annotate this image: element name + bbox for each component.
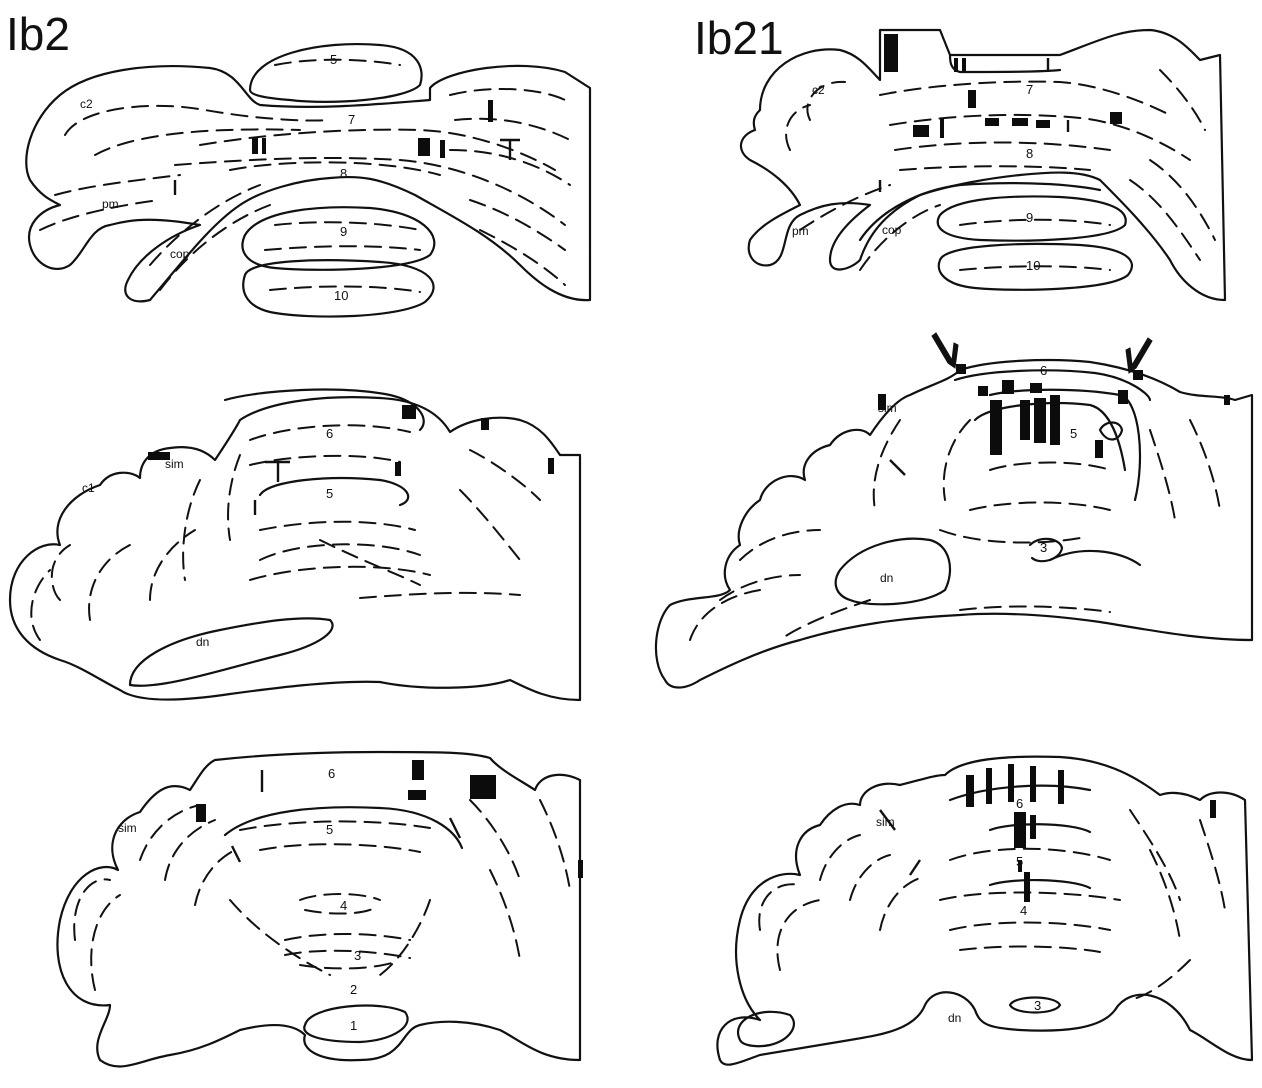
section-ib21-middle: sim 6 5 3 dn <box>656 333 1252 688</box>
label-lobule-5: 5 <box>326 822 333 837</box>
label-lobule-6: 6 <box>328 766 335 781</box>
label-lobule-7: 7 <box>348 112 355 127</box>
label-dn: dn <box>880 571 893 585</box>
label-cop: cop <box>882 223 902 237</box>
label-lobule-4: 4 <box>1020 903 1027 918</box>
label-sim: sim <box>165 457 184 471</box>
label-sim: sim <box>118 821 137 835</box>
label-lobule-5: 5 <box>1070 426 1077 441</box>
label-pm: pm <box>102 197 119 211</box>
section-ib21-top: c2 pm cop 7 8 9 10 <box>741 30 1225 300</box>
label-cop: cop <box>170 247 190 261</box>
label-c2: c2 <box>812 83 825 97</box>
label-lobule-10: 10 <box>334 288 348 303</box>
section-ib21-bottom: sim 6 5 4 3 dn <box>717 757 1252 1065</box>
label-c2: c2 <box>80 97 93 111</box>
label-lobule-8: 8 <box>1026 146 1033 161</box>
label-lobule-9: 9 <box>340 224 347 239</box>
label-lobule-6: 6 <box>326 426 333 441</box>
arrow-right <box>1126 338 1152 373</box>
label-pm: pm <box>792 224 809 238</box>
label-lobule-7: 7 <box>1026 82 1033 97</box>
label-lobule-3: 3 <box>354 948 361 963</box>
section-ib2-top: c2 pm cop 5 7 8 9 10 <box>26 44 590 317</box>
label-lobule-4: 4 <box>340 898 347 913</box>
label-sim: sim <box>878 401 897 415</box>
section-ib2-bottom: sim 6 5 4 3 2 1 <box>57 752 583 1066</box>
label-lobule-5: 5 <box>1016 854 1023 869</box>
section-ib2-middle: c1 sim 6 5 dn <box>10 390 580 700</box>
label-lobule-5: 5 <box>326 486 333 501</box>
panel-title-ib21: Ib21 <box>694 12 784 64</box>
label-lobule-10: 10 <box>1026 258 1040 273</box>
label-lobule-8: 8 <box>340 166 347 181</box>
label-lobule-3: 3 <box>1040 540 1047 555</box>
label-lobule-6: 6 <box>1040 363 1047 378</box>
label-lobule-2: 2 <box>350 982 357 997</box>
label-c1: c1 <box>82 481 95 495</box>
label-lobule-5: 5 <box>330 52 337 67</box>
label-dn: dn <box>196 635 209 649</box>
label-dn: dn <box>948 1011 961 1025</box>
label-lobule-6: 6 <box>1016 796 1023 811</box>
arrow-left <box>932 333 958 368</box>
label-sim: sim <box>876 815 895 829</box>
label-lobule-3: 3 <box>1034 998 1041 1013</box>
label-lobule-1: 1 <box>350 1018 357 1033</box>
panel-title-ib2: Ib2 <box>6 8 70 60</box>
label-lobule-9: 9 <box>1026 210 1033 225</box>
